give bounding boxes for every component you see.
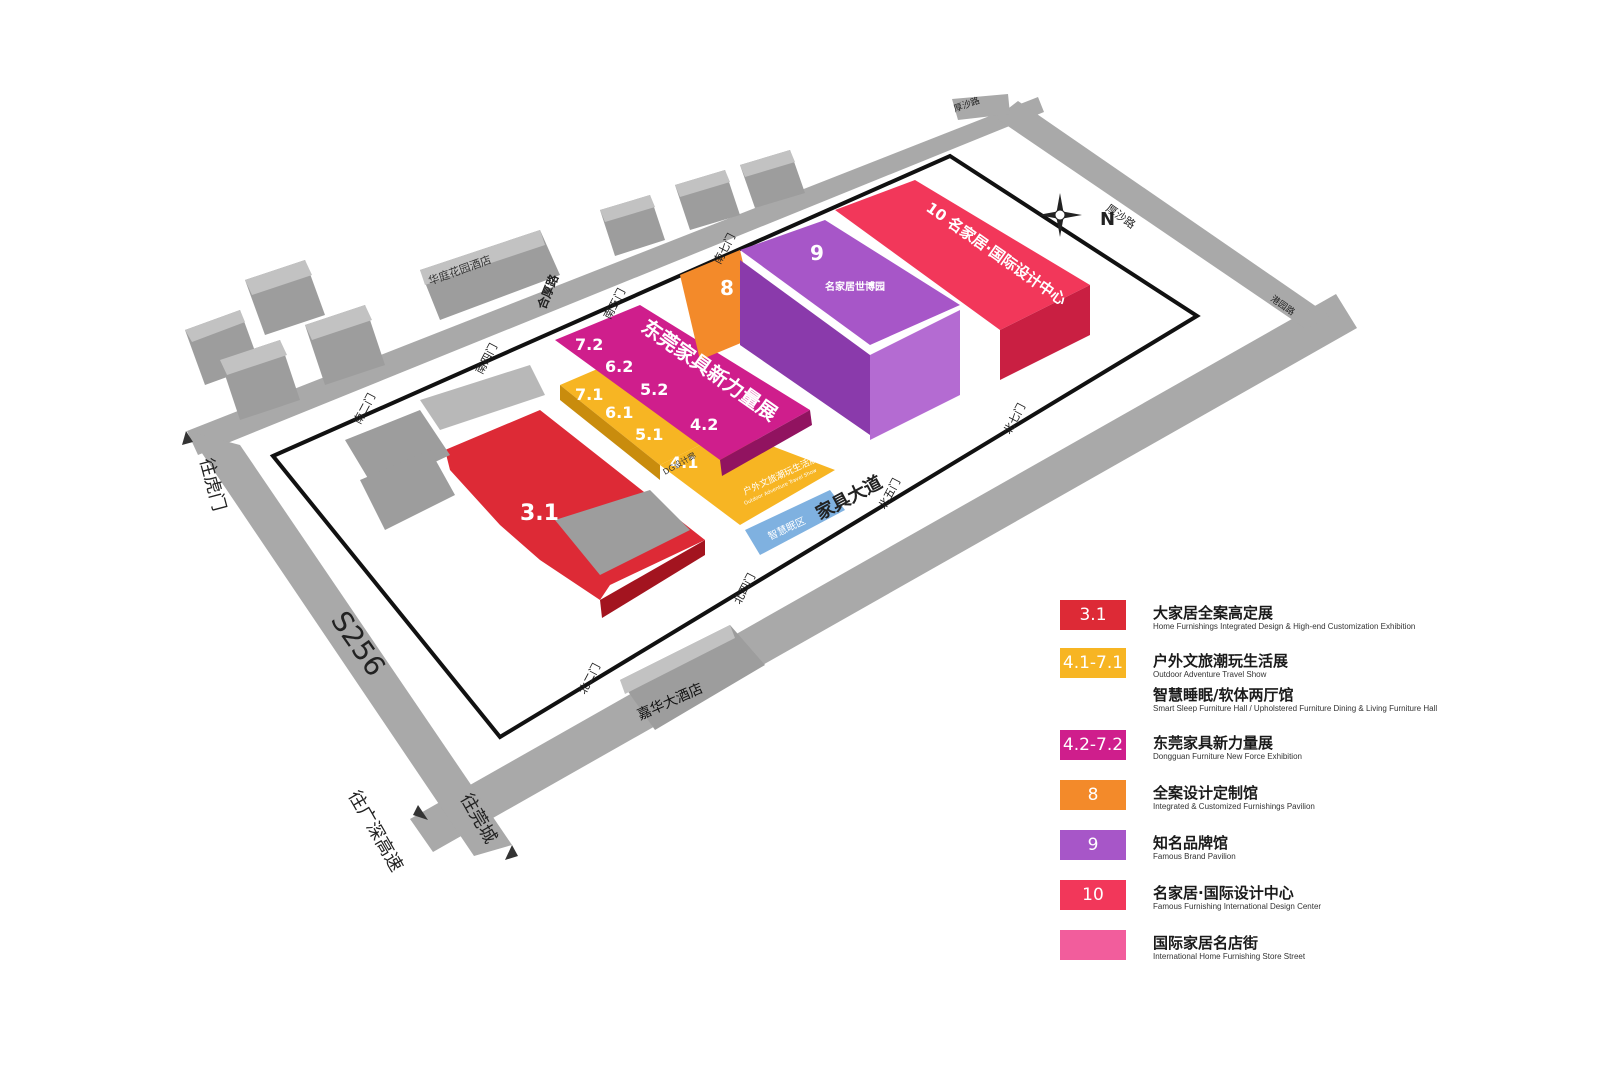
building-block	[305, 305, 385, 385]
legend-en-2: Smart Sleep Furniture Hall / Upholstered…	[1153, 704, 1438, 713]
compass-north-label: N	[1100, 209, 1115, 230]
hall-label-7-2: 7.2	[575, 335, 603, 354]
arrow-down-icon	[505, 845, 518, 860]
arrow-down-icon	[413, 805, 428, 820]
legend-en: Integrated & Customized Furnishings Pavi…	[1153, 802, 1315, 811]
legend-cn: 东莞家具新力量展	[1153, 734, 1274, 752]
hall-4-1-to-7-1[interactable]	[560, 355, 835, 525]
hall-label-8: 8	[720, 276, 734, 300]
legend-en: Dongguan Furniture New Force Exhibition	[1153, 752, 1302, 761]
arrow-up-icon	[182, 431, 193, 445]
legend-cn: 名家居·国际设计中心	[1153, 884, 1294, 902]
legend-en: International Home Furnishing Store Stre…	[1153, 952, 1306, 961]
hall-label-6-1: 6.1	[605, 403, 633, 422]
hall-10[interactable]	[835, 180, 1090, 380]
hall-9-brand: 名家居世博园	[825, 280, 885, 293]
hall-label-9: 9	[810, 241, 824, 265]
road-south-heping	[187, 97, 1044, 455]
road-s256	[187, 431, 512, 856]
legend-en: Outdoor Adventure Travel Show	[1153, 670, 1267, 679]
legend-swatch: 4.2-7.2	[1060, 730, 1126, 760]
road-east	[996, 101, 1330, 329]
legend-cn: 知名品牌馆	[1153, 834, 1229, 852]
compass-icon: N	[1038, 193, 1115, 237]
building-block	[600, 195, 665, 256]
legend-swatch: 4.1-7.1	[1060, 648, 1126, 678]
legend-cn-2: 智慧睡眠/软体两厅馆	[1153, 686, 1294, 704]
legend-swatch: 8	[1060, 780, 1126, 810]
hall-label-5-1: 5.1	[635, 425, 663, 444]
legend-en: Famous Brand Pavilion	[1153, 852, 1236, 861]
hall-label-3-1: 3.1	[520, 501, 559, 526]
hall-label-7-1: 7.1	[575, 385, 603, 404]
legend-en: Home Furnishings Integrated Design & Hig…	[1153, 622, 1416, 631]
hall-outdoor-blue[interactable]	[745, 490, 845, 555]
legend-swatch: 10	[1060, 880, 1126, 910]
building-jiahua-hotel	[620, 625, 765, 730]
legend-swatch	[1060, 930, 1126, 960]
building-huating-hotel	[420, 230, 560, 320]
gate-south2: 南二门	[350, 391, 378, 427]
hall-label-5-2: 5.2	[640, 380, 668, 399]
surrounding-buildings	[185, 150, 805, 730]
legend-cn: 国际家居名店街	[1153, 934, 1259, 952]
building-block	[675, 170, 740, 230]
building-block	[245, 260, 325, 335]
hall-4-2-to-7-2[interactable]	[555, 305, 812, 476]
hall-label-4-1: 4.1	[670, 453, 698, 472]
building-block	[220, 340, 300, 420]
road-top-branch	[952, 94, 1010, 120]
venue-boundary	[269, 153, 1201, 740]
building-block	[740, 150, 805, 208]
hall-9[interactable]	[740, 220, 960, 440]
legend-cn: 大家居全案高定展	[1153, 604, 1274, 622]
gate-north4: 北四门	[730, 571, 758, 607]
legend-cn: 户外文旅潮玩生活展	[1153, 652, 1289, 670]
legend-en: Famous Furnishing International Design C…	[1153, 902, 1322, 911]
hall-label-4-2: 4.2	[690, 415, 718, 434]
legend-swatch: 9	[1060, 830, 1126, 860]
building-south-west	[345, 365, 690, 575]
hall-label-6-2: 6.2	[605, 357, 633, 376]
road-label-to-guangshen: 往广深高速	[344, 787, 407, 875]
legend-cn: 全案设计定制馆	[1153, 784, 1259, 802]
legend-swatch: 3.1	[1060, 600, 1126, 630]
